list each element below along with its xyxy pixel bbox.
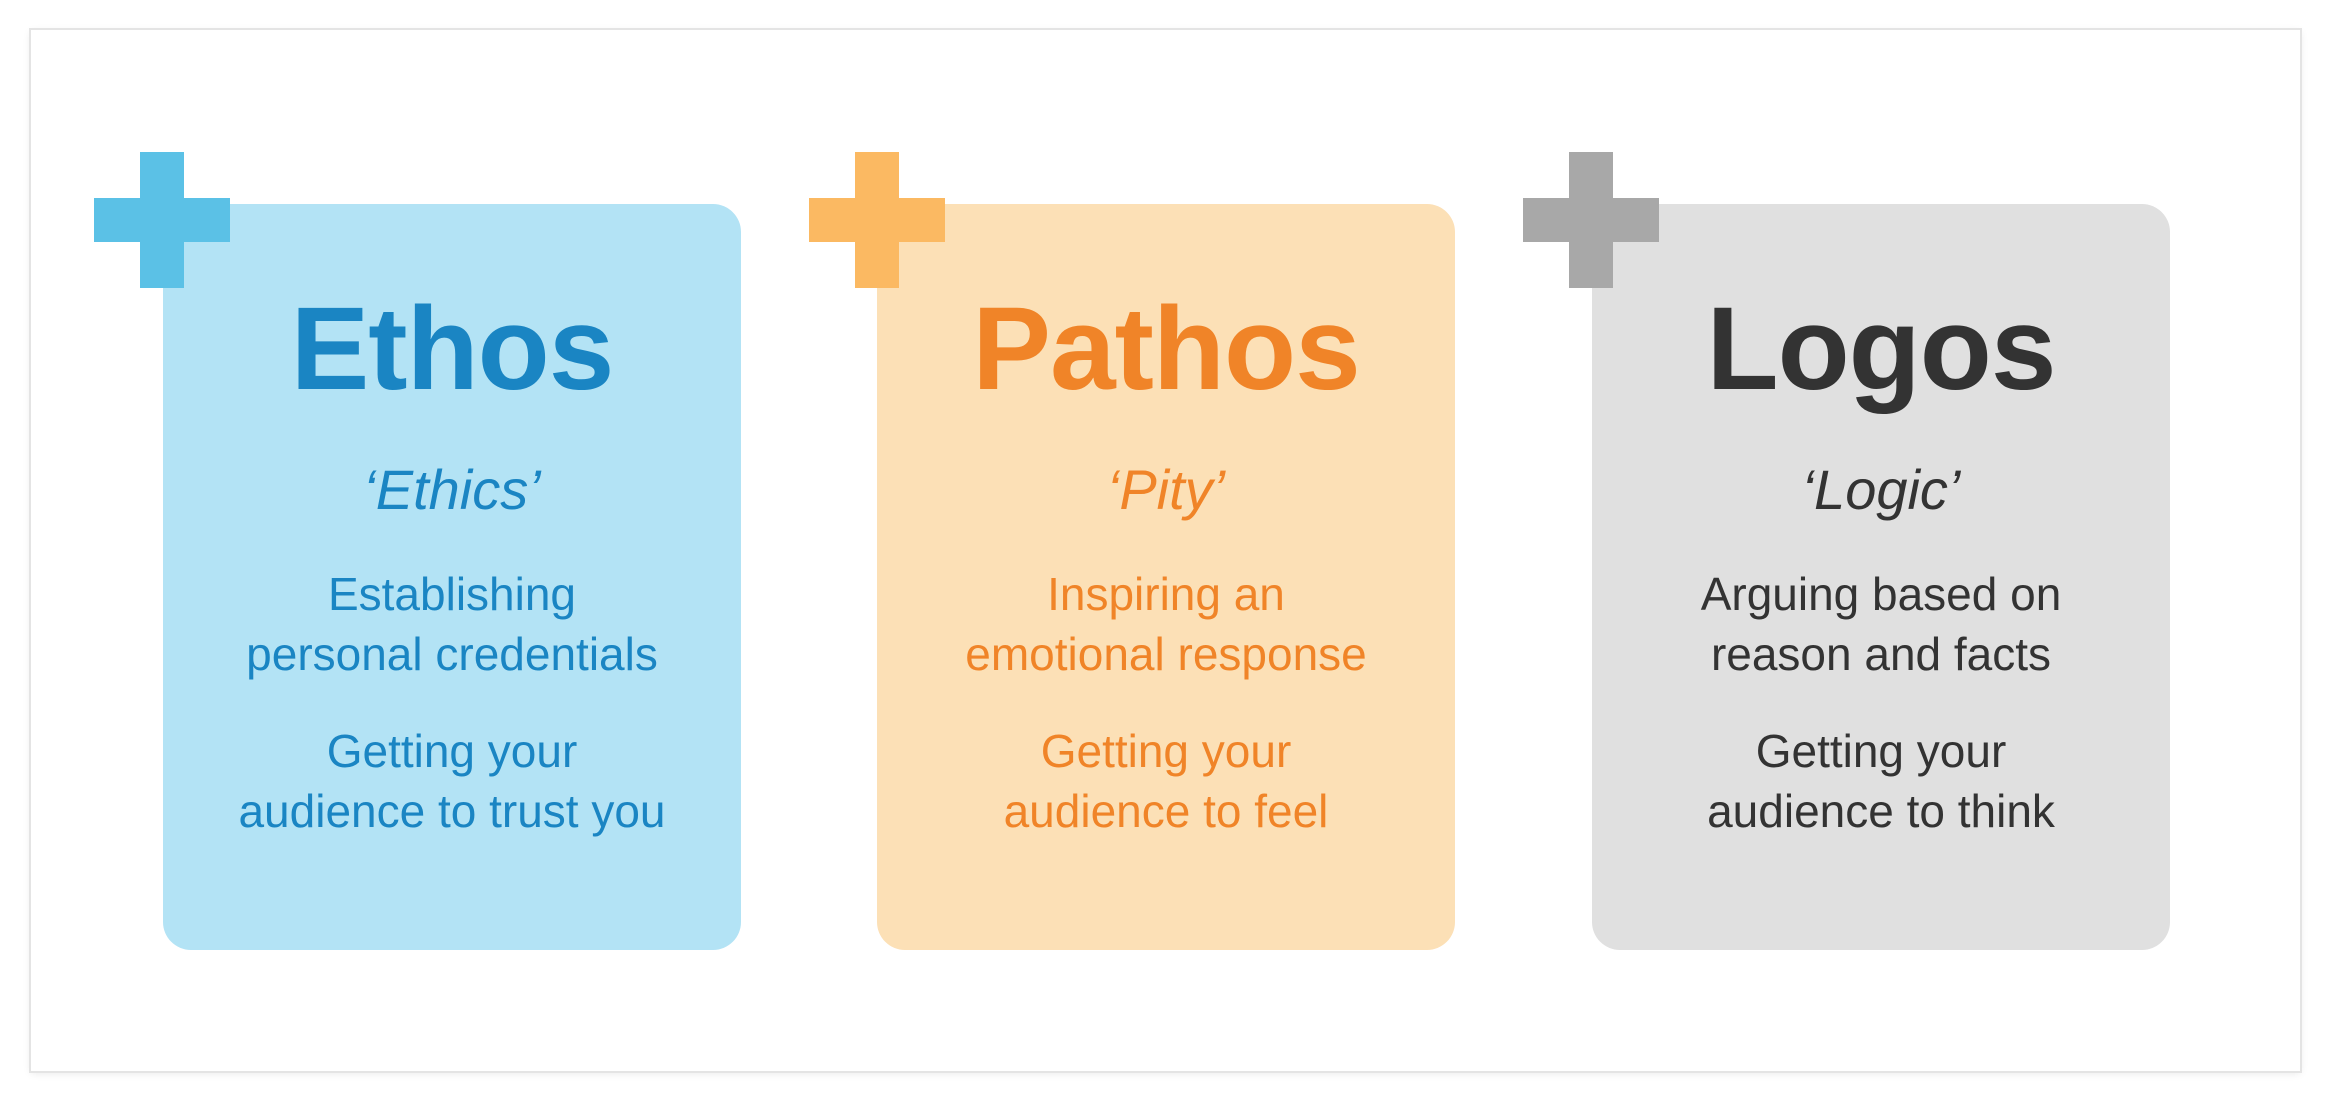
card-title: Pathos <box>972 283 1360 415</box>
card-subtitle: ‘Logic’ <box>1801 458 1961 521</box>
card-pathos: Pathos ‘Pity’ Inspiring an emotional res… <box>877 204 1455 950</box>
card-description-secondary: Getting your audience to feel <box>877 721 1455 841</box>
card-title: Logos <box>1706 283 2057 415</box>
card-description-primary: Establishing personal credentials <box>163 564 741 684</box>
card-subtitle: ‘Pity’ <box>1106 458 1226 521</box>
card-title: Ethos <box>290 283 615 415</box>
plus-icon-horizontal-bar <box>1523 198 1659 242</box>
description-line: Inspiring an <box>1047 568 1285 620</box>
description-line: Arguing based on <box>1700 568 2062 620</box>
description-line: audience to think <box>1707 785 2055 837</box>
description-line: audience to trust you <box>238 785 666 837</box>
description-line: Getting your <box>1040 725 1292 777</box>
description-line: reason and facts <box>1710 628 2052 680</box>
plus-icon <box>1523 152 1659 288</box>
description-line: Getting your <box>1755 725 2007 777</box>
card-ethos: Ethos ‘Ethics’ Establishing personal cre… <box>163 204 741 950</box>
card-subtitle: ‘Ethics’ <box>363 458 541 521</box>
plus-icon-horizontal-bar <box>94 198 230 242</box>
description-line: personal credentials <box>246 628 658 680</box>
plus-icon <box>94 152 230 288</box>
card-logos: Logos ‘Logic’ Arguing based on reason an… <box>1592 204 2170 950</box>
card-description-secondary: Getting your audience to think <box>1592 721 2170 841</box>
card-description-primary: Inspiring an emotional response <box>877 564 1455 684</box>
description-line: audience to feel <box>1003 785 1329 837</box>
card-description-secondary: Getting your audience to trust you <box>163 721 741 841</box>
plus-icon-horizontal-bar <box>809 198 945 242</box>
description-line: emotional response <box>965 628 1367 680</box>
description-line: Getting your <box>326 725 578 777</box>
plus-icon <box>809 152 945 288</box>
card-description-primary: Arguing based on reason and facts <box>1592 564 2170 684</box>
description-line: Establishing <box>327 568 577 620</box>
